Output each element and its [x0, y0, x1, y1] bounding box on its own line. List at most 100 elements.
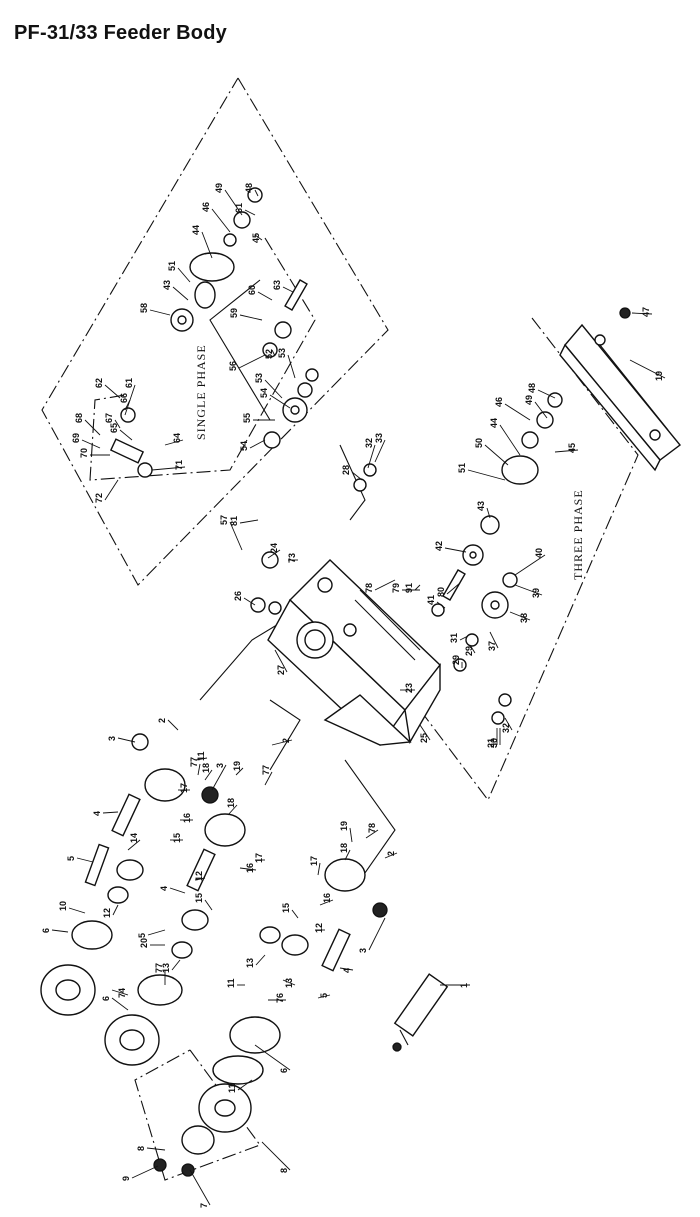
callout-number-79: 79: [391, 583, 401, 593]
callout-leader-5: [76, 857, 94, 863]
callout-leader-67: [114, 419, 121, 429]
callout-leader-60: [257, 291, 273, 301]
callout-number-13: 13: [245, 958, 255, 968]
callout-number-61: 61: [234, 203, 244, 213]
callout-number-43: 43: [476, 501, 486, 511]
callout-leader-6: [111, 997, 129, 1011]
callout-number-42: 42: [434, 541, 444, 551]
connector-line-3: [269, 699, 301, 771]
callout-number-46: 46: [201, 202, 211, 212]
callout-number-23: 23: [404, 683, 414, 693]
callout-leader-44: [201, 231, 213, 259]
callout-number-54: 54: [239, 441, 249, 451]
callout-leader-6: [51, 929, 69, 933]
callout-leader-43: [486, 507, 491, 519]
feeder-body-housing: [267, 559, 441, 747]
callout-leader-3: [117, 737, 136, 743]
callout-leader-6: [254, 1044, 291, 1071]
callout-number-29: 29: [451, 655, 461, 665]
callout-number-59: 59: [229, 308, 239, 318]
callout-number-18: 18: [339, 843, 349, 853]
callout-number-10: 10: [58, 901, 68, 911]
callout-leader-27: [274, 649, 288, 673]
callout-number-91: 91: [404, 583, 414, 593]
guide-rail-assembly: [559, 307, 682, 472]
callout-number-68: 68: [74, 413, 84, 423]
callout-number-49: 49: [214, 183, 224, 193]
callout-leader-13: [282, 979, 296, 986]
callout-number-77: 77: [154, 963, 164, 973]
callout-leader-63: [282, 286, 294, 293]
callout-leader-8: [261, 1141, 291, 1171]
callout-number-51: 51: [167, 261, 177, 271]
callout-number-71: 71: [174, 460, 184, 470]
single-phase-group-outline: [41, 77, 389, 586]
callout-leader-48: [254, 189, 259, 197]
callout-number-14: 14: [129, 833, 139, 843]
callout-leader-33: [374, 439, 386, 463]
callout-number-76: 76: [275, 993, 285, 1003]
callout-number-19: 19: [654, 371, 664, 381]
callout-leader-45: [254, 234, 263, 241]
callout-number-17: 17: [179, 783, 189, 793]
callout-leader-19: [629, 359, 666, 379]
callout-leader-11: [237, 1079, 253, 1091]
callout-number-45: 45: [251, 233, 261, 243]
callout-number-9: 9: [121, 1176, 131, 1181]
callout-number-49: 49: [524, 395, 534, 405]
callout-number-80: 80: [436, 587, 446, 597]
callout-leader-66: [124, 399, 131, 411]
callout-number-67: 67: [104, 413, 114, 423]
callout-number-31: 31: [449, 633, 459, 643]
callout-number-51: 51: [457, 463, 467, 473]
callout-leader-49: [224, 189, 243, 216]
callout-leader-56: [238, 354, 266, 369]
callout-number-32: 32: [501, 723, 511, 733]
single-phase-label: SINGLE PHASE: [194, 344, 208, 440]
callout-leader-44: [499, 424, 521, 456]
callout-number-78: 78: [367, 823, 377, 833]
page-title: PF-31/33 Feeder Body: [14, 22, 227, 44]
callout-leader-65: [119, 429, 133, 441]
drive-roll-assembly-lower: [153, 858, 388, 1177]
drive-roll-assembly-middle: [104, 786, 246, 1066]
callout-number-81: 81: [229, 516, 239, 526]
callout-number-66: 66: [119, 393, 129, 403]
single-phase-inner-outline: [89, 237, 316, 481]
callout-leader-78: [374, 579, 396, 591]
callout-leader-4: [339, 967, 354, 971]
callout-number-61: 61: [124, 378, 134, 388]
callout-number-58: 58: [139, 303, 149, 313]
callout-leader-72: [104, 479, 119, 501]
callout-number-19: 19: [232, 761, 242, 771]
callout-number-46: 46: [494, 397, 504, 407]
connector-line-1: [199, 619, 286, 701]
callout-leader-42: [444, 547, 467, 553]
callout-leader-41: [436, 601, 446, 609]
callout-leader-81: [239, 519, 259, 524]
callout-number-6: 6: [41, 928, 51, 933]
callout-number-20: 20: [139, 938, 149, 948]
callout-number-16: 16: [245, 863, 255, 873]
callout-leader-57: [229, 521, 243, 551]
callout-number-69: 69: [71, 433, 81, 443]
callout-leader-91: [414, 584, 421, 591]
callout-number-6: 6: [101, 996, 111, 1001]
callout-leader-19: [235, 767, 244, 776]
callout-number-65: 65: [109, 423, 119, 433]
callout-leader-46: [504, 403, 531, 421]
callout-number-73: 73: [287, 553, 297, 563]
callout-number-57: 57: [219, 515, 229, 525]
callout-number-17: 17: [309, 856, 319, 866]
callout-number-13: 13: [284, 978, 294, 988]
callout-leader-53: [287, 354, 296, 379]
callout-leader-12: [194, 877, 206, 881]
callout-number-78: 78: [364, 583, 374, 593]
callout-number-5: 5: [66, 856, 76, 861]
callout-number-8: 8: [136, 1146, 146, 1151]
callout-number-13: 13: [161, 963, 171, 973]
callout-leader-61: [244, 209, 256, 216]
callout-leader-45: [554, 449, 579, 453]
callout-leader-40: [514, 554, 546, 576]
callout-leader-80: [446, 582, 461, 595]
